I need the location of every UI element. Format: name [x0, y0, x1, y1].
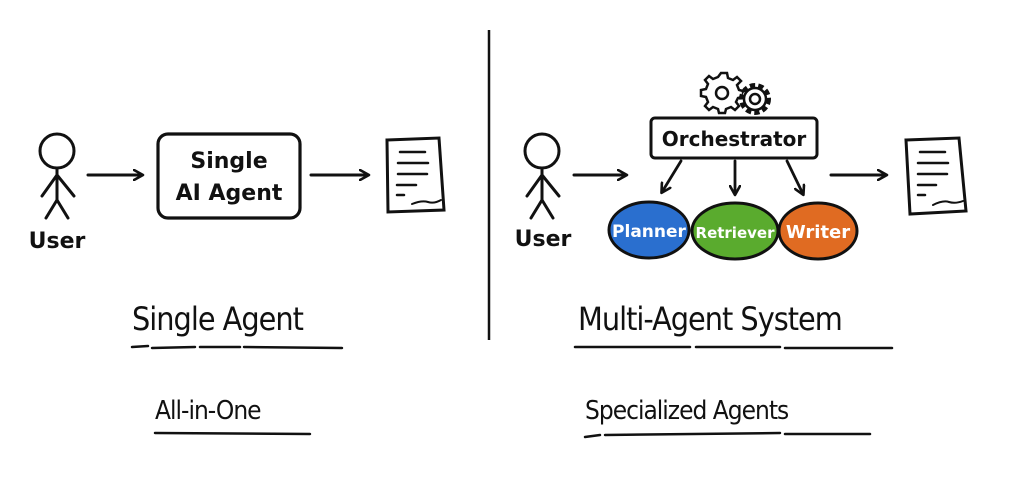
document-icon-left — [385, 136, 446, 214]
user-label-right: User — [515, 227, 572, 252]
section-subtitle-left: All-in-One — [155, 396, 262, 426]
agent-planner: Planner — [607, 200, 691, 260]
agent-planner-label: Planner — [612, 222, 686, 242]
orchestrator-box — [649, 116, 819, 160]
arrow-to-planner — [662, 159, 683, 192]
section-subtitle-right: Specialized Agents — [585, 396, 789, 426]
subtitle-underline-right — [583, 431, 872, 439]
user-icon — [38, 132, 76, 220]
agent-writer: Writer — [777, 201, 859, 261]
user-label-left: User — [29, 229, 86, 254]
agent-retriever: Retriever — [690, 201, 780, 261]
title-underline-right — [573, 345, 894, 350]
section-title-left: Single Agent — [132, 300, 304, 338]
section-title-right: Multi-Agent System — [578, 300, 843, 338]
single-agent-line1: Single — [190, 149, 267, 174]
agent-retriever-label: Retriever — [696, 224, 776, 242]
agent-writer-label: Writer — [786, 222, 850, 243]
document-icon-right — [904, 136, 968, 216]
single-agent-box — [156, 132, 302, 220]
subtitle-underline-left — [153, 431, 312, 436]
orchestrator-label: Orchestrator — [662, 127, 807, 151]
user-icon-right — [523, 132, 561, 220]
gears-icon — [699, 71, 771, 115]
arrow-to-writer — [785, 159, 803, 194]
single-agent-line2: AI Agent — [176, 181, 283, 206]
title-underline-left — [130, 344, 344, 350]
